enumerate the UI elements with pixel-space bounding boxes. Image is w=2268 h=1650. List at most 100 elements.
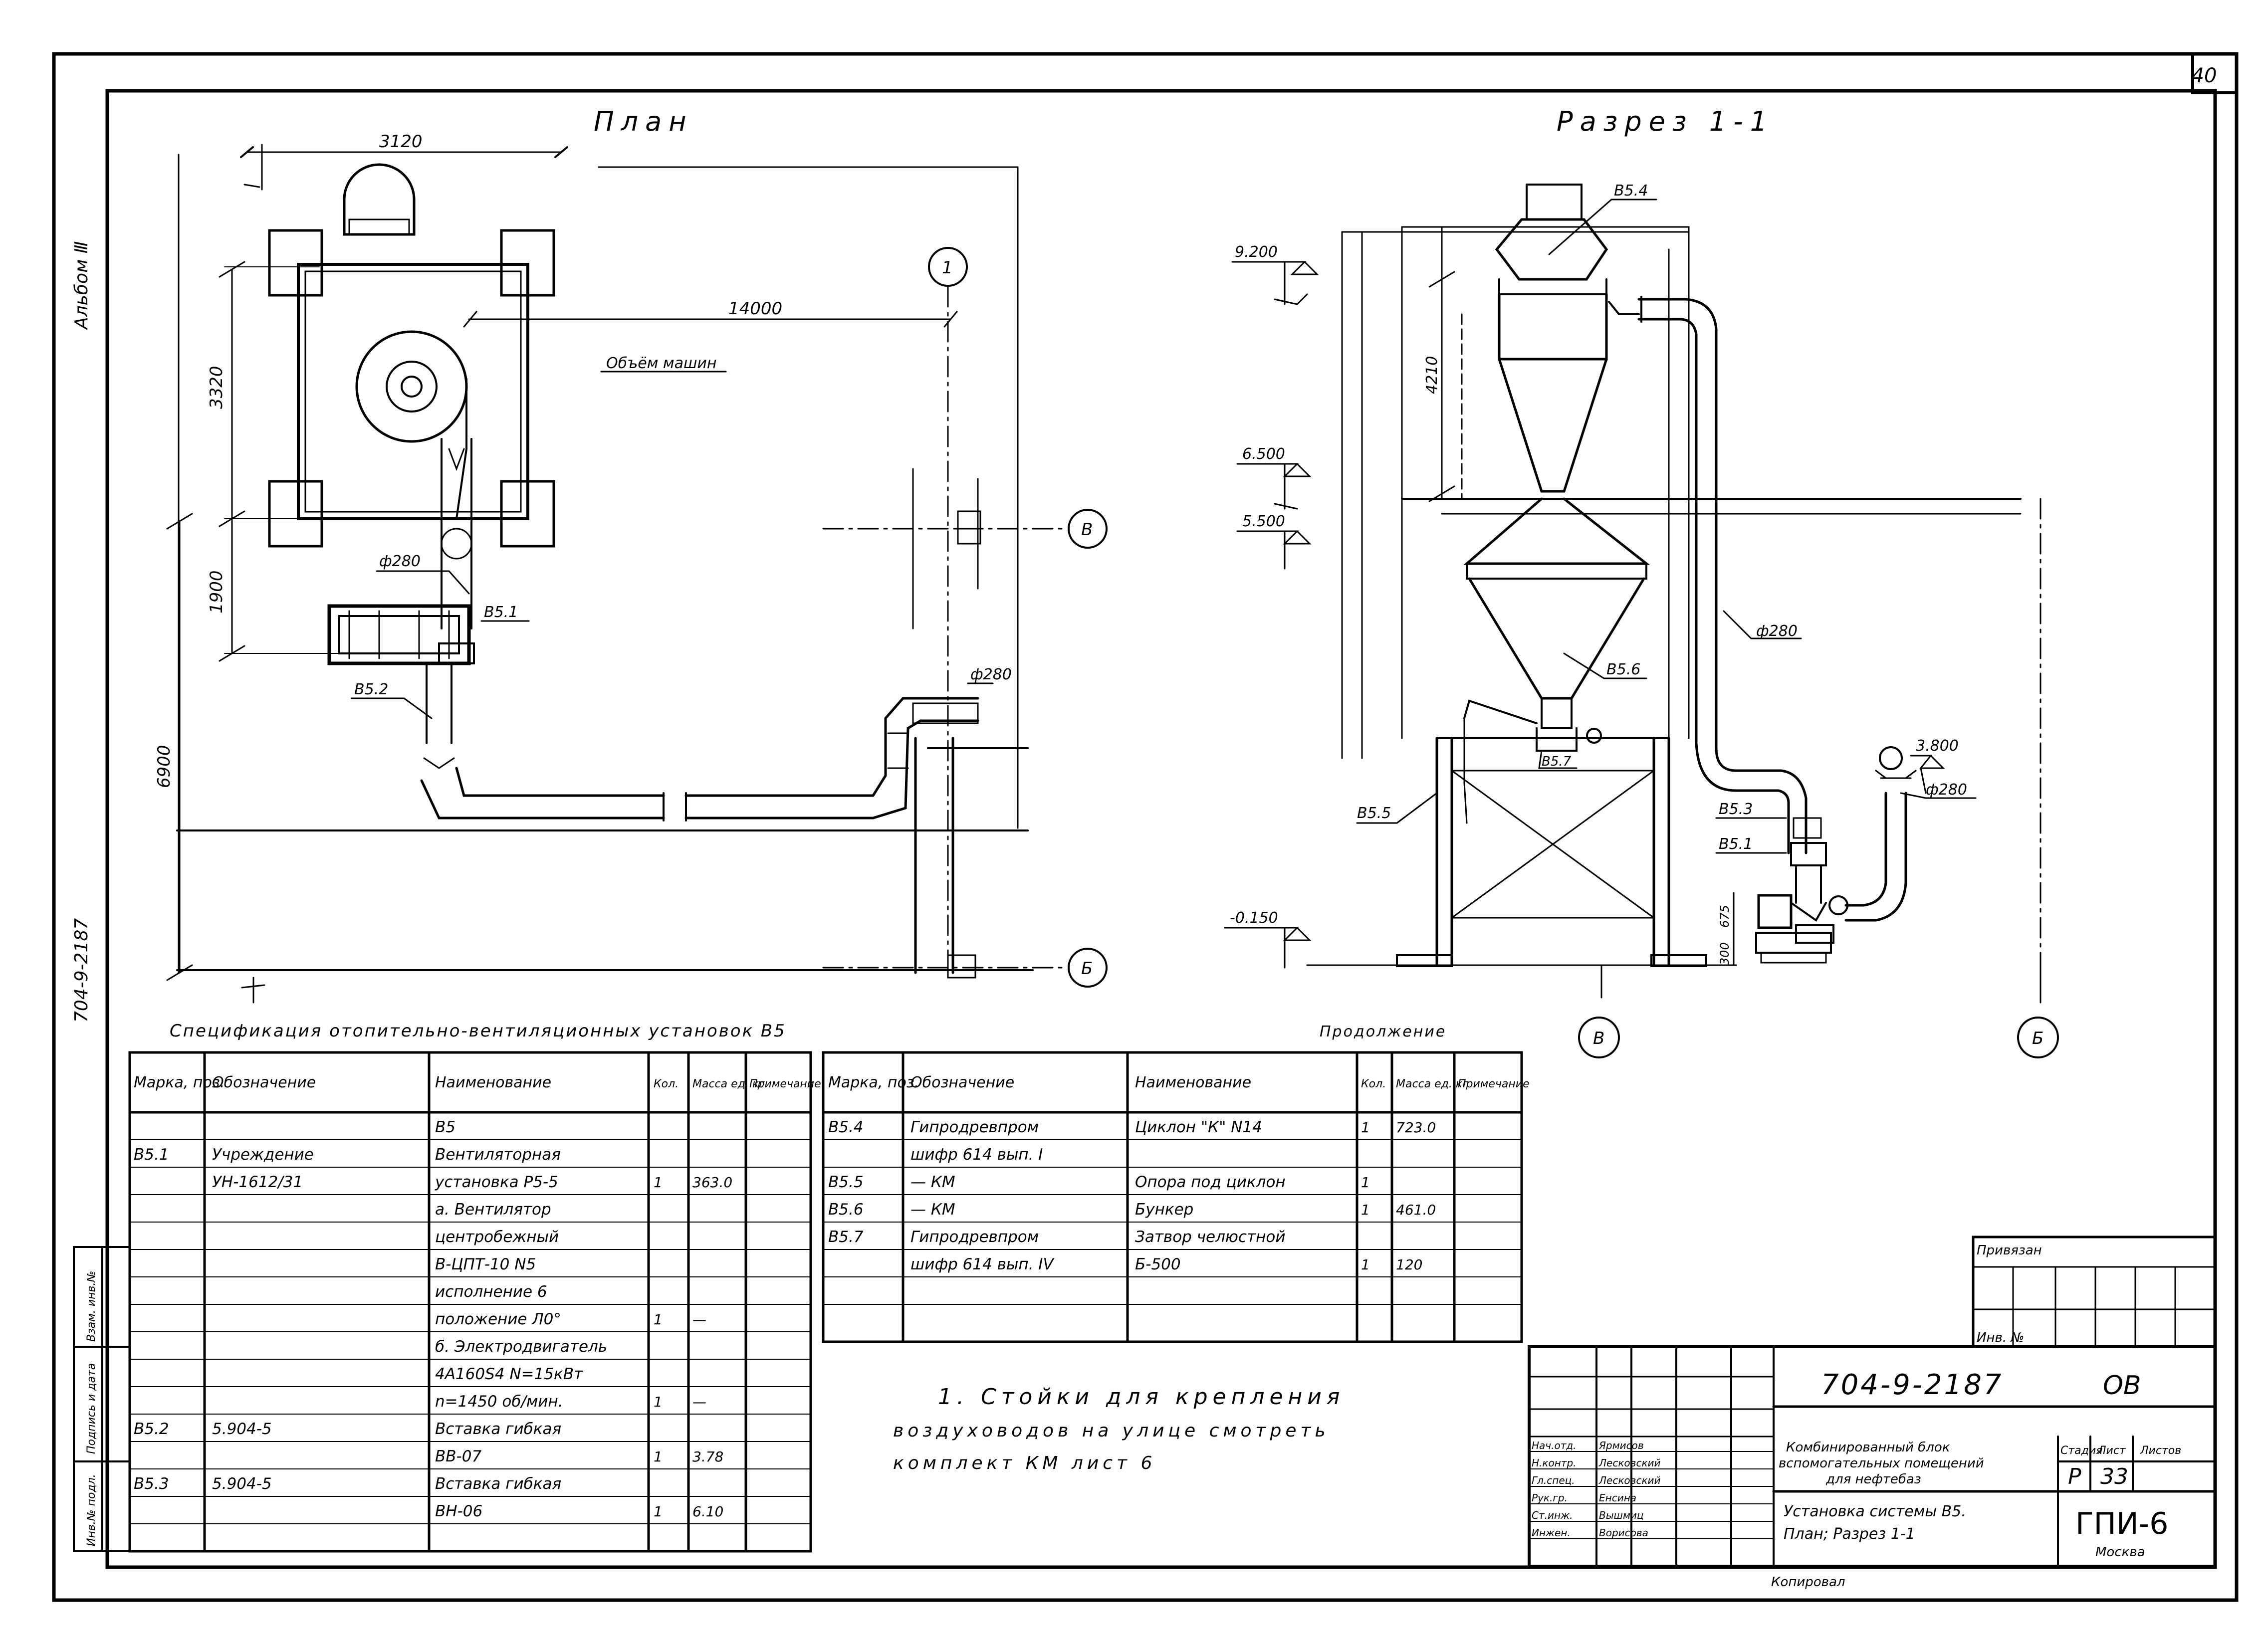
spec2-cell: 1 (1361, 1174, 1370, 1191)
spec-cell: положение Л0° (435, 1310, 561, 1328)
list-header: Лист (2097, 1444, 2126, 1457)
plan-dim-1900: 1900 (207, 570, 227, 614)
spec2-cell: — КМ (910, 1173, 955, 1191)
note-line-3: комплект КМ лист 6 (893, 1453, 1156, 1473)
plan-dim-top: 3120 (379, 132, 423, 152)
spec2-cell: Б-500 (1135, 1255, 1181, 1273)
signature-name: Ворисова (1599, 1527, 1648, 1539)
spec-cell: В5.1 (134, 1146, 169, 1164)
section-pipe-d1: ф280 (1756, 622, 1798, 640)
spec2-cell: 1 (1361, 1119, 1370, 1136)
project-line-1: Комбинированный блок (1786, 1440, 1950, 1455)
plan-axis-b-label: Б (1081, 959, 1093, 979)
spec-cell: ВВ-07 (435, 1447, 481, 1465)
spec2-header: Обозначение (910, 1074, 1014, 1091)
section-axis-b-label: Б (2032, 1029, 2043, 1048)
signature-role: Н.контр. (1532, 1457, 1577, 1469)
signature-name: Лесковский (1598, 1457, 1661, 1469)
stage-value: Р (2068, 1464, 2081, 1489)
spec2-header: Масса ед. кг (1396, 1078, 1468, 1090)
section-pipe-d2: ф280 (1926, 781, 1967, 799)
spec-header: Обозначение (212, 1074, 316, 1091)
signature-name: Ярмисов (1598, 1440, 1644, 1451)
project-line-3: для нефтебаз (1825, 1472, 1921, 1487)
level-9200: 9.200 (1235, 243, 1278, 261)
section-dim-300: 300 (1718, 942, 1732, 965)
org-name: ГПИ-6 (2075, 1506, 2168, 1541)
spec2-cell: В5.6 (828, 1201, 864, 1219)
signature-role: Инжен. (1532, 1527, 1571, 1539)
section-axis-v-label: В (1593, 1029, 1604, 1048)
section-dim-675: 675 (1718, 905, 1732, 928)
mark-b55: В5.5 (1357, 805, 1391, 822)
spec-cell: исполнение 6 (435, 1283, 547, 1301)
sheet-title-line-1: Установка системы В5. (1784, 1503, 1966, 1520)
spec2-cell: шифр 614 вып. IV (910, 1255, 1055, 1273)
signature-role: Ст.инж. (1532, 1509, 1573, 1521)
spec2-title: Продолжение (1320, 1023, 1446, 1040)
spec2-cell: 120 (1396, 1256, 1422, 1273)
spec-cell: Вентиляторная (435, 1146, 561, 1164)
spec-header: Марка, поз. (134, 1074, 225, 1091)
signature-roles: Нач.отд.ЯрмисовН.контр.ЛесковскийГл.спец… (1532, 1440, 1661, 1539)
spec-cell: 1 (654, 1311, 663, 1328)
privyazan-label: Привязан (1977, 1243, 2042, 1258)
spec2-cell: Гипродревпром (910, 1228, 1039, 1246)
spec-cell: 1 (654, 1394, 663, 1410)
spec2-cell: Затвор челюстной (1135, 1228, 1285, 1246)
spec2-cell: 723.0 (1396, 1119, 1436, 1136)
note: 1. Стойки для крепления воздуховодов на … (893, 1384, 1340, 1473)
inv-label: Инв. № (1977, 1330, 2024, 1345)
spec-cell: 1 (654, 1174, 663, 1191)
spec-cell: Вставка гибкая (435, 1475, 561, 1493)
spec2-cell: 1 (1361, 1202, 1370, 1218)
plan-axis-v-label: В (1081, 520, 1093, 540)
section-title: Разрез 1-1 (1557, 106, 1774, 137)
spec2-cell: 461.0 (1396, 1202, 1436, 1218)
plan-mark-b52: В5.2 (354, 681, 388, 698)
sheet-number-box (2191, 52, 2238, 94)
city: Москва (2095, 1545, 2145, 1560)
section-dim-4210: 4210 (1423, 356, 1441, 394)
spec2-header: Наименование (1135, 1074, 1251, 1091)
spec-cell: УН-1612/31 (212, 1173, 303, 1191)
spec-cell: В-ЦПТ-10 N5 (435, 1255, 536, 1273)
spec2-header: Примечание (1458, 1078, 1530, 1090)
spec-cell: 3.78 (692, 1448, 723, 1465)
spec-cell: Вставка гибкая (435, 1420, 561, 1438)
spec2-cell: Опора под циклон (1135, 1173, 1286, 1191)
spec2-cell: В5.4 (828, 1118, 864, 1136)
left-stamp-labels: Инв.№ подл. Подпись и дата Взам. инв.№ (85, 1271, 98, 1546)
left-col-3: Взам. инв.№ (85, 1271, 98, 1342)
spec-header: Наименование (435, 1074, 551, 1091)
spec-cell: В5.2 (134, 1420, 169, 1438)
mark-b53: В5.3 (1719, 801, 1753, 818)
outer-frame (52, 52, 2239, 1602)
project-line-2: вспомогательных помещений (1779, 1456, 1984, 1471)
section-view (1224, 184, 2059, 1058)
list-value: 33 (2100, 1464, 2128, 1489)
spec-cell: 5.904-5 (212, 1475, 272, 1493)
album-label: Альбом Ⅲ (71, 241, 92, 330)
sheet-number: 40 (2192, 64, 2217, 87)
spec2-cell: В5.7 (828, 1228, 864, 1246)
stage-header: Стадия (2060, 1444, 2102, 1457)
mark-b57: В5.7 (1542, 754, 1572, 769)
signature-name: Лесковский (1598, 1474, 1661, 1486)
left-stamp-frame (73, 1246, 131, 1552)
spec2-cell: Бункер (1135, 1201, 1193, 1219)
level-3800: 3.800 (1916, 737, 1959, 755)
plan-dim-6900: 6900 (154, 745, 174, 788)
spec-cell: 4А160S4 N=15кВт (435, 1365, 583, 1383)
signature-role: Нач.отд. (1532, 1440, 1577, 1451)
spec-cell: центробежный (435, 1228, 559, 1246)
spec-header: Примечание (749, 1078, 821, 1090)
plan-pipe-d1: ф280 (379, 553, 421, 570)
spec-cell: установка Р5-5 (435, 1173, 558, 1191)
spec-header: Кол. (654, 1078, 679, 1090)
spec2-cell: шифр 614 вып. I (910, 1146, 1043, 1164)
level-5500: 5.500 (1242, 513, 1285, 530)
